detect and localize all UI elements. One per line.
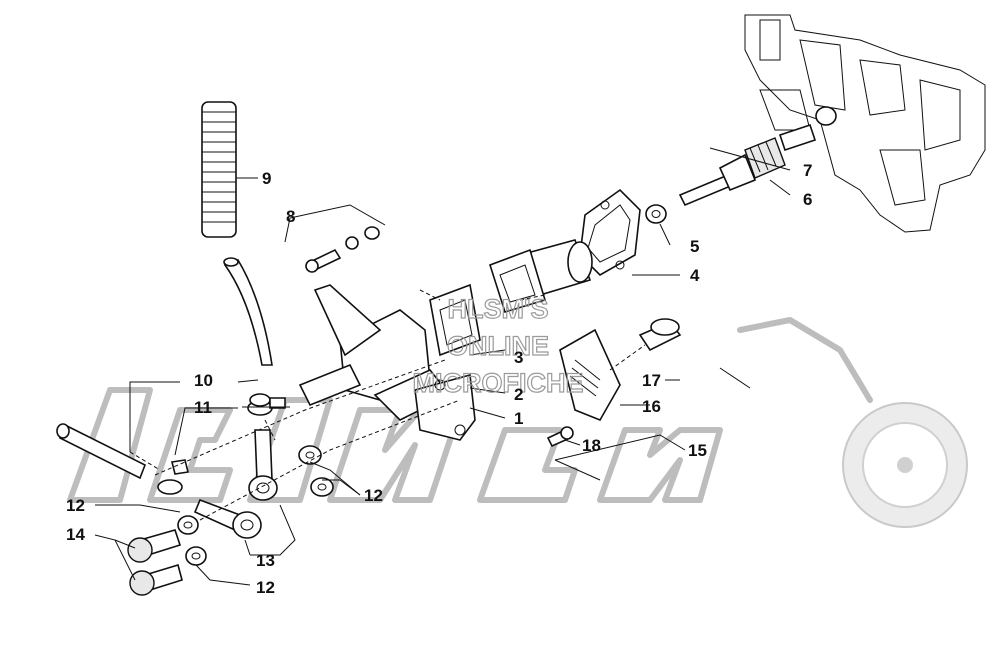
callout-12-left: 12 bbox=[66, 496, 85, 515]
clamp-11-lower bbox=[157, 459, 189, 495]
callout-10: 10 bbox=[194, 371, 213, 390]
callout-8: 8 bbox=[286, 207, 295, 226]
plug-17 bbox=[638, 318, 682, 352]
callout-17: 17 bbox=[642, 371, 661, 390]
callout-7: 7 bbox=[803, 161, 812, 180]
bolts-14 bbox=[127, 529, 183, 596]
clamp-11-upper bbox=[247, 393, 286, 416]
background-logo bbox=[67, 317, 968, 528]
bolt-18 bbox=[546, 426, 574, 448]
watermark-line-2: ONLINE bbox=[447, 331, 549, 361]
callout-15: 15 bbox=[688, 441, 707, 460]
callout-labels: 9 8 10 11 3 2 1 5 4 7 6 17 16 18 15 12 1… bbox=[66, 161, 812, 597]
callout-12-right: 12 bbox=[364, 486, 383, 505]
cover-plate-16 bbox=[559, 328, 621, 422]
hose-10 bbox=[223, 257, 273, 366]
callout-1: 1 bbox=[514, 409, 523, 428]
pump-housing bbox=[298, 239, 593, 441]
engine-block bbox=[744, 14, 986, 233]
callout-13: 13 bbox=[256, 551, 275, 570]
callout-6: 6 bbox=[803, 190, 812, 209]
washer-5 bbox=[645, 204, 667, 224]
drive-shaft bbox=[678, 106, 837, 207]
callout-16: 16 bbox=[642, 397, 661, 416]
gasket-4 bbox=[579, 188, 641, 276]
callout-2: 2 bbox=[514, 385, 523, 404]
hose-9 bbox=[201, 101, 237, 238]
watermark-line-3: MICROFICHE bbox=[413, 368, 584, 398]
washers-12 bbox=[177, 445, 334, 566]
callout-11: 11 bbox=[194, 398, 212, 417]
fitting-13-lower bbox=[193, 498, 262, 539]
watermark: HLSM'S ONLINE MICROFICHE bbox=[412, 293, 584, 398]
callout-3: 3 bbox=[514, 348, 523, 367]
callout-9: 9 bbox=[262, 169, 271, 188]
callout-18: 18 bbox=[582, 436, 601, 455]
tube-left bbox=[56, 423, 147, 480]
callout-12-bottom: 12 bbox=[256, 578, 275, 597]
callout-4: 4 bbox=[690, 266, 700, 285]
leader-lines bbox=[94, 147, 791, 586]
callout-14: 14 bbox=[66, 525, 85, 544]
callout-5: 5 bbox=[690, 237, 699, 256]
screw-set-8 bbox=[305, 226, 380, 273]
watermark-line-1: HLSM'S bbox=[448, 294, 549, 324]
